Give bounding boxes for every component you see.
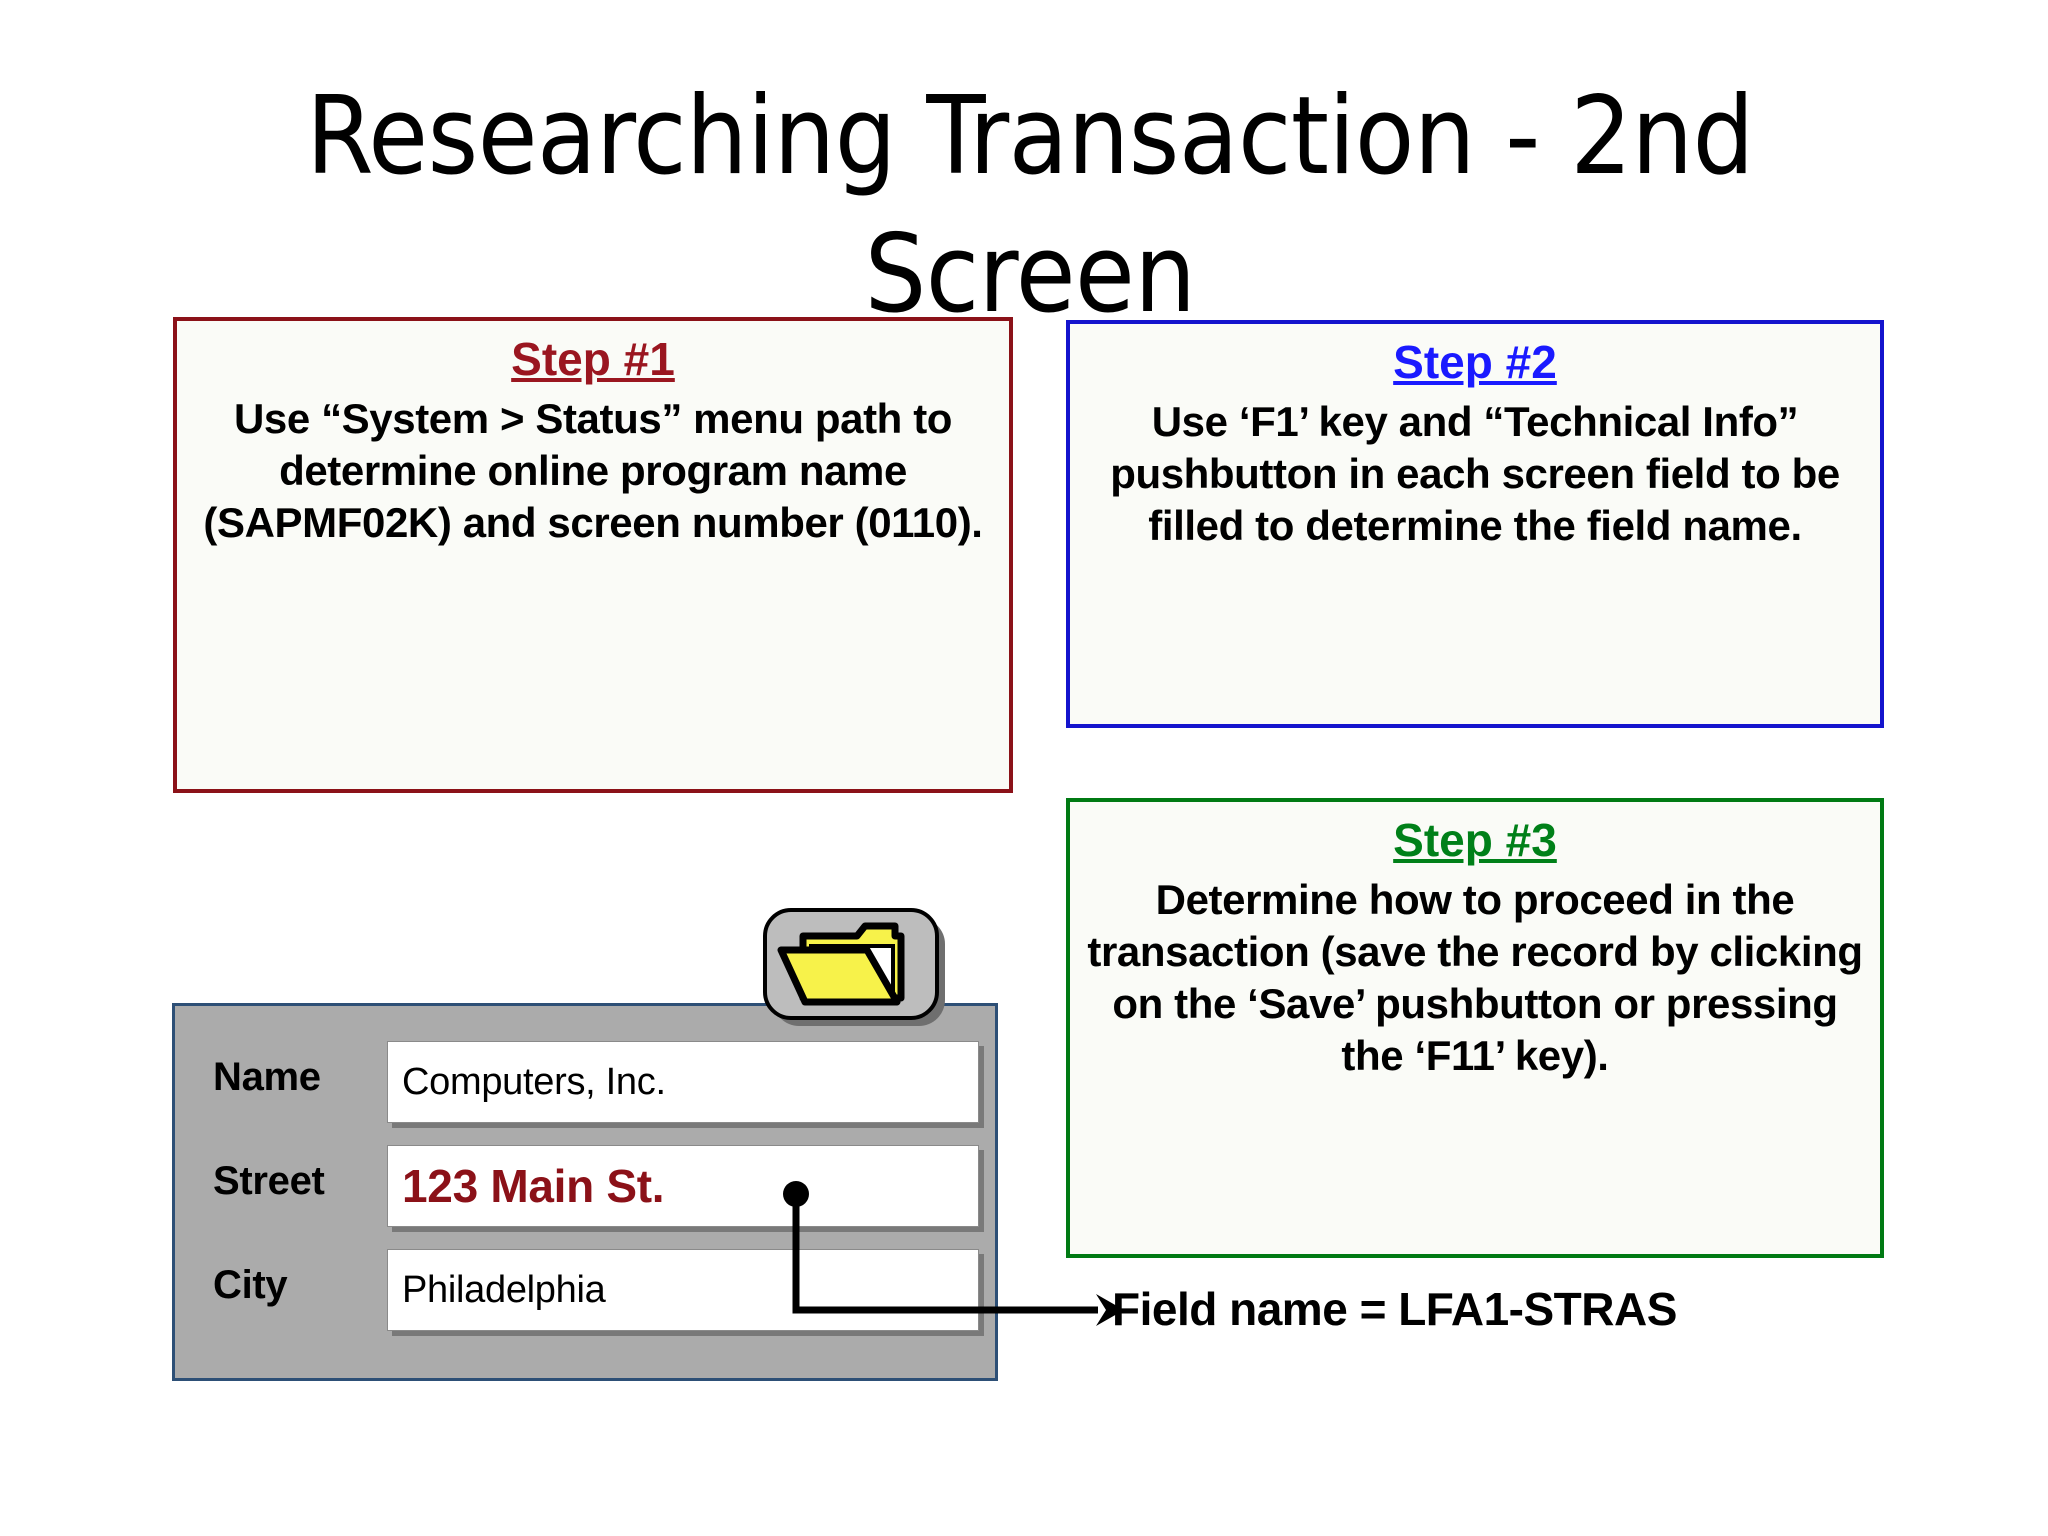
form-row-name: Name Computers, Inc. — [175, 1041, 995, 1127]
step-2-heading: Step #2 — [1393, 336, 1557, 388]
step-2-callout-box: Step #2 Use ‘F1’ key and “Technical Info… — [1066, 320, 1884, 728]
form-row-city: City Philadelphia — [175, 1249, 995, 1335]
field-label-city: City — [213, 1263, 288, 1307]
field-value-name: Computers, Inc. — [402, 1060, 666, 1103]
step-3-heading: Step #3 — [1393, 814, 1557, 866]
field-label-name: Name — [213, 1055, 321, 1099]
callout-field-name-text: Field name = LFA1-STRAS — [1112, 1283, 1677, 1335]
field-value-city: Philadelphia — [402, 1268, 606, 1311]
form-row-street: Street 123 Main St. — [175, 1145, 995, 1231]
step-1-callout-box: Step #1 Use “System > Status” menu path … — [173, 317, 1013, 793]
open-folder-icon — [763, 908, 945, 1026]
step-2-body: Use ‘F1’ key and “Technical Info” pushbu… — [1110, 398, 1840, 550]
step-3-callout-box: Step #3 Determine how to proceed in the … — [1066, 798, 1884, 1258]
field-input-street[interactable]: 123 Main St. — [387, 1145, 979, 1227]
field-value-street: 123 Main St. — [402, 1160, 665, 1212]
field-input-name[interactable]: Computers, Inc. — [387, 1041, 979, 1123]
sap-screen-panel: Name Computers, Inc. Street 123 Main St.… — [172, 1003, 998, 1381]
field-input-city[interactable]: Philadelphia — [387, 1249, 979, 1331]
step-1-heading: Step #1 — [511, 333, 675, 385]
page-title: Researching Transaction - 2nd Screen — [306, 74, 1785, 338]
field-label-street: Street — [213, 1159, 325, 1203]
step-1-body: Use “System > Status” menu path to deter… — [203, 395, 983, 547]
step-3-body: Determine how to proceed in the transact… — [1087, 876, 1863, 1080]
open-folder-button[interactable] — [761, 906, 951, 1030]
